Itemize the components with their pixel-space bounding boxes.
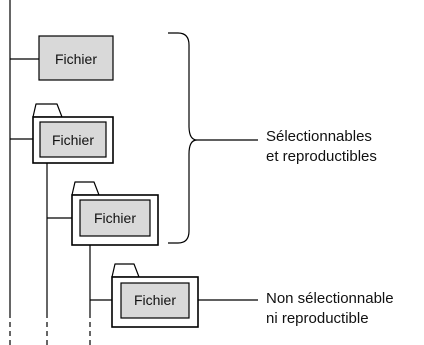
file-label-3: Fichier xyxy=(93,210,136,226)
file-label-1: Fichier xyxy=(54,51,97,67)
file-label-4: Fichier xyxy=(133,292,176,308)
file-box-3 xyxy=(79,199,151,237)
folder-icon-1 xyxy=(32,103,63,118)
selectable-annotation-line1: Sélectionnables xyxy=(266,128,372,145)
selectable-annotation-line2: et reproductibles xyxy=(266,148,377,165)
non-selectable-annotation-line1: Non sélectionnable xyxy=(266,290,394,307)
selectable-annotation: Sélectionnables et reproductibles xyxy=(266,127,377,167)
file-label-2: Fichier xyxy=(51,132,94,148)
file-box-4 xyxy=(120,282,190,319)
folder-icon-2 xyxy=(71,181,100,196)
non-selectable-annotation: Non sélectionnable ni reproductible xyxy=(266,289,394,329)
file-box-2 xyxy=(39,121,107,158)
file-box-1 xyxy=(38,35,114,81)
selectable-brace xyxy=(168,32,198,244)
non-selectable-annotation-line2: ni reproductible xyxy=(266,310,369,327)
folder-icon-3 xyxy=(111,263,140,278)
